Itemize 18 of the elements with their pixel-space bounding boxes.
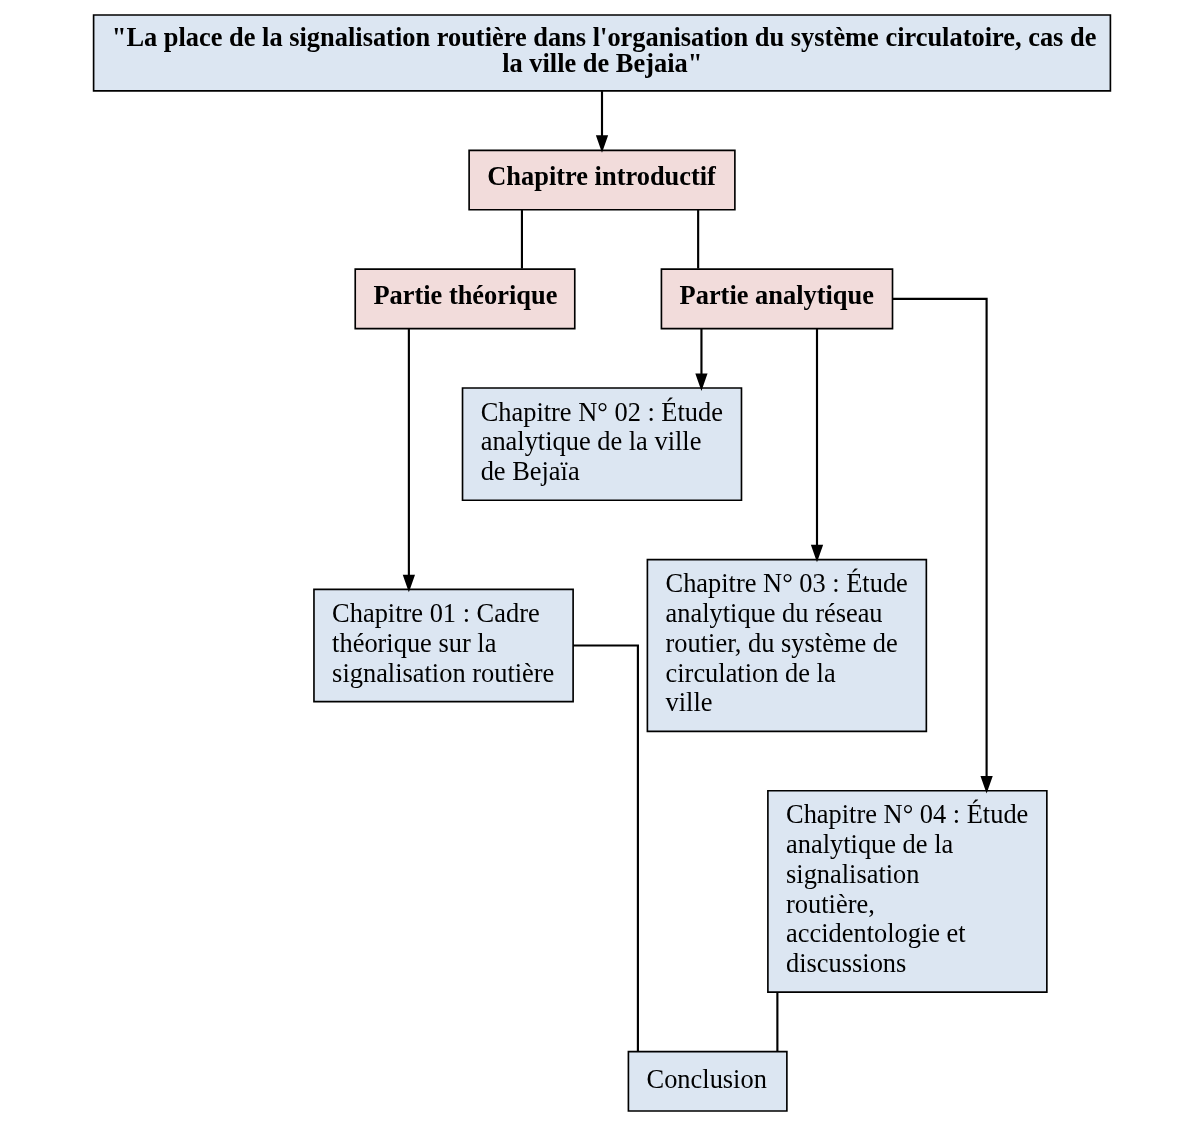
arrow	[695, 329, 708, 391]
arrow	[892, 297, 993, 794]
connector	[697, 210, 700, 269]
node-box: Chapitre N° 03 : Étude analytique du réseau routier, du système de circulation de la ville	[646, 558, 928, 733]
node-box: Chapitre introductif	[468, 149, 736, 211]
node-box: Chapitre N° 04 : Étude analytique de la signalisation routière, accidentologie et discussions	[767, 789, 1048, 993]
node-box: Partie théorique	[354, 268, 576, 330]
node-box: Chapitre 01 : Cadre théorique sur la signalisation routière	[313, 588, 574, 703]
arrow	[595, 91, 609, 153]
node-box: Conclusion	[627, 1050, 788, 1112]
node-box: Chapitre N° 02 : Étude analytique de la ville de Bejaïa	[461, 387, 743, 502]
arrow	[402, 329, 415, 593]
connector	[776, 992, 779, 1052]
connector	[520, 210, 523, 269]
arrow	[810, 329, 824, 563]
node-box: "La place de la signalisation routière dans l'organisation du système circulatoire, cas de la ville de Bejaia"	[92, 14, 1112, 92]
node-box: Partie analytique	[660, 268, 894, 330]
connector	[573, 644, 639, 1052]
